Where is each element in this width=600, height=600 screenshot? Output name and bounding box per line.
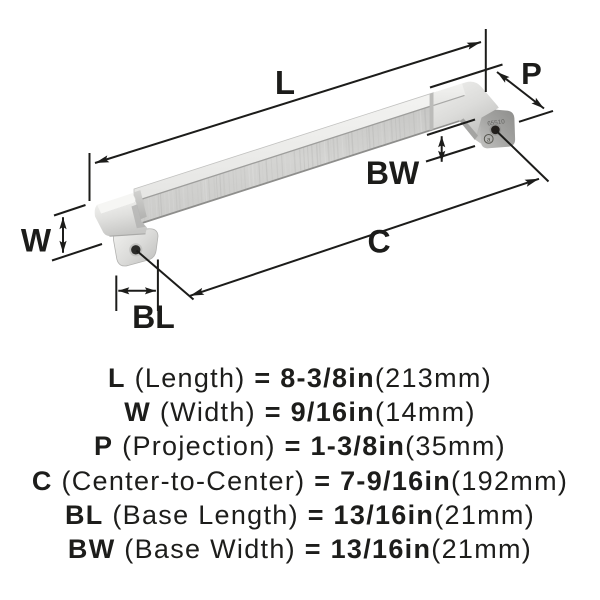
- svg-text:C: C: [367, 223, 390, 259]
- svg-text:W: W: [21, 222, 52, 258]
- svg-text:L: L: [275, 64, 295, 101]
- svg-text:65510: 65510: [487, 118, 506, 127]
- svg-text:BL: BL: [132, 299, 175, 335]
- svg-text:BW: BW: [366, 155, 420, 191]
- svg-text:a: a: [487, 136, 491, 143]
- svg-text:P: P: [521, 56, 542, 91]
